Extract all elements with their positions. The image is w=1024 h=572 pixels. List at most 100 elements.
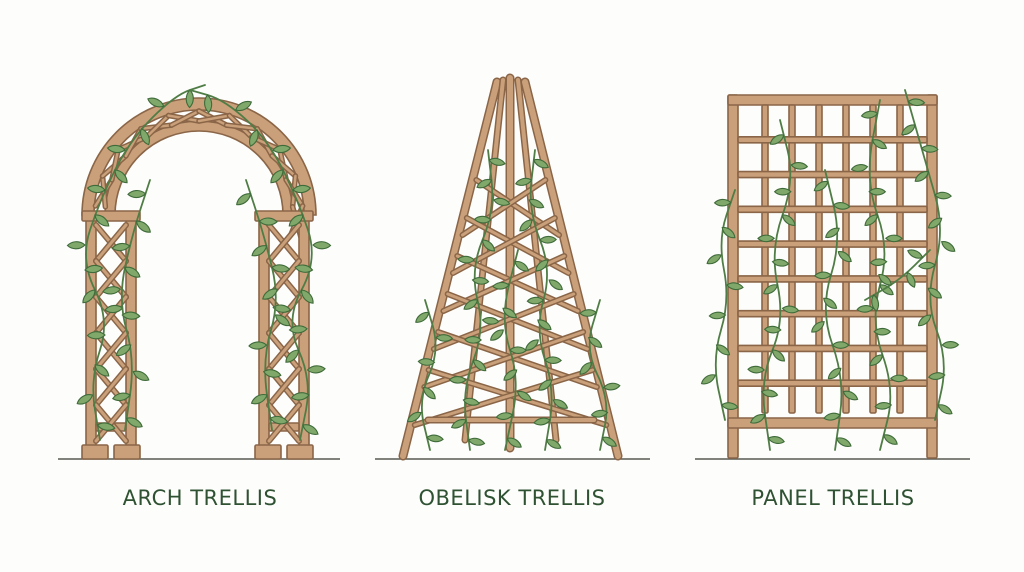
panel-vine-3-leaf-7 (869, 258, 888, 267)
arch-vine-0 (85, 84, 206, 441)
obelisk-vine-1-leaf-7 (463, 299, 479, 310)
obelisk-vine-0-leaf-0 (426, 434, 444, 443)
panel-vine-4-leaf-2 (941, 341, 960, 349)
panel-vine-4-leaf-9 (914, 171, 929, 182)
panel-vine-5-leaf-3 (907, 249, 924, 259)
arch-vine-1-leaf-0 (302, 424, 319, 435)
panel-vine-1-leaf-13 (769, 134, 785, 145)
panel-vine-1-leaf-7 (763, 284, 779, 295)
panel-vine-1-leaf-4 (771, 349, 785, 362)
arch-vine-1-leaf-9 (288, 214, 304, 227)
panel-slat-horizontal-1 (737, 135, 928, 144)
obelisk-vine-1-leaf-12 (493, 197, 511, 206)
obelisk-vine-4-leaf-1 (495, 412, 514, 420)
panel-vine-3-leaf-4 (873, 327, 892, 336)
obelisk-vine-2-leaf-7 (526, 296, 545, 305)
obelisk-vine-1-leaf-3 (448, 376, 467, 384)
arch-vine-1-leaf-12 (272, 144, 292, 154)
panel-vine-5-leaf-0 (871, 294, 880, 312)
arch-side-lattice-b (267, 367, 301, 407)
panel-vine-2-leaf-2 (842, 390, 859, 401)
obelisk-vine-1-leaf-5 (464, 336, 482, 344)
obelisk-vine-4-leaf-6 (502, 307, 518, 319)
panel-vine-2-leaf-4 (831, 341, 850, 349)
arch-trellis-label: ARCH TRELLIS (122, 486, 278, 510)
arch-vine-3 (245, 179, 277, 431)
obelisk-vine-2-leaf-14 (533, 158, 550, 169)
panel-vine-1-leaf-12 (790, 161, 809, 170)
panel-trellis-label: PANEL TRELLIS (751, 486, 915, 510)
arch-vine-0-leaf-2 (94, 364, 110, 377)
obelisk-leg-right (522, 79, 621, 459)
arch-vine-1-leaf-15 (204, 94, 213, 114)
panel-vine-0-leaf-3 (708, 311, 727, 320)
panel-vine-1-leaf-9 (757, 234, 775, 243)
arch-vine-0-leaf-10 (114, 169, 128, 184)
panel-vine-2-leaf-7 (814, 271, 832, 280)
arch-inner-band (104, 120, 294, 216)
obelisk-vine-2-leaf-3 (538, 379, 553, 391)
obelisk-vine-2-leaf-0 (545, 439, 562, 449)
obelisk-vine-2-leaf-1 (533, 417, 551, 426)
obelisk-vine-4-leaf-7 (492, 281, 510, 290)
arch-vine-3-leaf-4 (274, 314, 291, 327)
panel-slat-horizontal-2 (737, 170, 928, 179)
arch-vine-1 (189, 89, 313, 441)
obelisk-vine-0-leaf-4 (435, 334, 454, 342)
panel-slat-vertical-3 (815, 104, 823, 414)
arch-vine-1-leaf-3 (285, 349, 300, 363)
panel-vine-0 (714, 189, 736, 421)
obelisk-trellis-label: OBELISK TRELLIS (418, 486, 606, 510)
arch-side-lattice-b (94, 331, 128, 371)
arch-trellis-drawing (66, 84, 332, 460)
panel-vine-3-leaf-12 (871, 139, 888, 150)
panel-vine-3-leaf-13 (860, 110, 879, 119)
panel-vine-3-leaf-11 (850, 164, 869, 172)
arch-vine-3-leaf-9 (236, 193, 252, 206)
panel-vine-4-leaf-11 (901, 124, 916, 136)
obelisk-vine-3-leaf-2 (602, 382, 621, 391)
panel-vine-5 (864, 249, 931, 301)
panel-vine-4-leaf-4 (927, 287, 943, 299)
panel-vine-1-leaf-6 (781, 305, 800, 314)
panel-vine-2-leaf-5 (811, 321, 825, 333)
panel-vine-1-leaf-11 (773, 187, 792, 196)
panel-vine-4-leaf-12 (907, 98, 926, 107)
panel-vine-2-leaf-0 (835, 437, 852, 447)
panel-slat-horizontal-3 (737, 205, 928, 214)
obelisk-vine-1-leaf-8 (471, 276, 490, 285)
obelisk-leg-mid-left (463, 78, 505, 442)
arch-vine-0-leaf-13 (147, 97, 165, 108)
obelisk-vine-2-leaf-13 (514, 177, 533, 186)
panel-vine-4-leaf-0 (937, 404, 953, 415)
arch-side-lattice-b (94, 223, 128, 263)
arch-vine-0-leaf-7 (66, 241, 86, 250)
arch-vine-1-leaf-13 (249, 129, 259, 147)
panel-vine-0-leaf-7 (713, 198, 732, 207)
panel-top-rail (727, 94, 938, 106)
panel-vine-4-leaf-6 (941, 241, 956, 252)
panel-vine-3-leaf-9 (864, 214, 879, 226)
arch-foot-left-1 (254, 444, 282, 460)
panel-slat-horizontal-6 (737, 309, 928, 318)
arch-vine-1-leaf-5 (272, 304, 292, 313)
obelisk-vine-4-leaf-5 (490, 329, 504, 341)
obelisk-vine-0-leaf-2 (422, 386, 436, 400)
obelisk-vine-4-leaf-3 (503, 369, 518, 381)
panel-vine-1-leaf-5 (763, 325, 782, 334)
panel-vine-1-leaf-3 (747, 365, 765, 374)
panel-vine-0-leaf-0 (720, 402, 739, 410)
arch-side-lattice-b (267, 223, 301, 263)
obelisk-vine-1-leaf-13 (476, 178, 493, 189)
arch-vine-2-leaf-3 (115, 344, 132, 356)
arch-vine-1-leaf-7 (294, 264, 314, 273)
arch-vine-3-leaf-8 (258, 217, 278, 226)
panel-slat-vertical-6 (896, 104, 904, 414)
arch-vine-2-leaf-0 (125, 417, 143, 428)
arch-vine-2-leaf-2 (132, 370, 150, 381)
obelisk-vine-4-leaf-0 (506, 437, 522, 448)
arch-vine-1-leaf-2 (306, 365, 326, 374)
obelisk-vine-1-leaf-10 (481, 239, 495, 252)
panel-vine-1-leaf-10 (781, 214, 796, 226)
obelisk-vine-2-leaf-12 (528, 198, 545, 209)
